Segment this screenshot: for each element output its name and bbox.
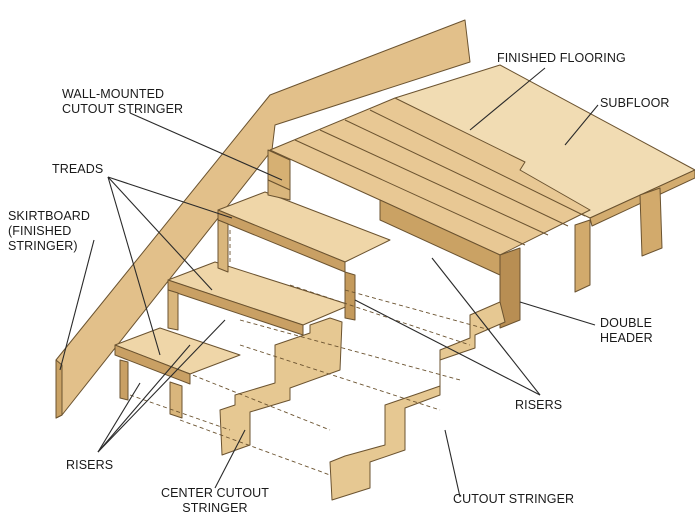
cutout-stringer	[329, 301, 506, 501]
joist	[574, 219, 591, 293]
riser-2-side	[344, 271, 356, 321]
skirtboard-line-3: STRINGER)	[8, 239, 78, 253]
skirtboard-line-2: (FINISHED	[8, 224, 72, 238]
leader-lines	[59, 67, 599, 498]
wall-mounted-stringer-line-1: WALL-MOUNTED	[62, 87, 165, 101]
cutout-stringer-label: CUTOUT STRINGER	[453, 492, 575, 506]
flooring-board-lines	[294, 109, 586, 246]
label-wall-mounted-stringer: WALL-MOUNTED CUTOUT STRINGER	[62, 87, 183, 117]
label-skirtboard: SKIRTBOARD (FINISHED STRINGER)	[8, 209, 90, 254]
finished-flooring-label: FINISHED FLOORING	[497, 51, 626, 65]
label-center-stringer: CENTER CUTOUT STRINGER	[155, 486, 275, 516]
tread-3-front	[114, 344, 191, 385]
label-double-header: DOUBLE HEADER	[600, 316, 653, 346]
label-treads: TREADS	[52, 162, 103, 177]
wall-mounted-stringer-line-2: CUTOUT STRINGER	[62, 102, 184, 116]
hidden-lines	[129, 170, 491, 476]
subfloor-label: SUBFLOOR	[600, 96, 670, 110]
label-finished-flooring: FINISHED FLOORING	[497, 51, 626, 66]
center-stringer-line-1: CENTER CUTOUT	[160, 486, 269, 500]
double-header-line-2: HEADER	[600, 331, 653, 345]
label-risers-left: RISERS	[66, 458, 113, 473]
skirtboard-edge	[55, 359, 63, 419]
risers-right-label: RISERS	[515, 398, 563, 412]
riser-bottom-2	[169, 381, 183, 419]
treads-label: TREADS	[52, 162, 104, 176]
joist	[639, 187, 663, 257]
center-cutout-stringer	[219, 317, 343, 456]
center-stringer-line-2: STRINGER	[182, 501, 248, 515]
riser-2	[217, 219, 229, 273]
label-cutout-stringer: CUTOUT STRINGER	[453, 492, 574, 507]
label-risers-right: RISERS	[515, 398, 562, 413]
skirtboard-line-1: SKIRTBOARD	[8, 209, 91, 223]
riser-bottom	[119, 359, 129, 401]
riser-1	[267, 179, 291, 201]
risers-left-label: RISERS	[66, 458, 114, 472]
double-header-line-1: DOUBLE	[600, 316, 653, 330]
riser-3	[167, 289, 179, 331]
label-subfloor: SUBFLOOR	[600, 96, 670, 111]
tread-3	[114, 327, 241, 375]
